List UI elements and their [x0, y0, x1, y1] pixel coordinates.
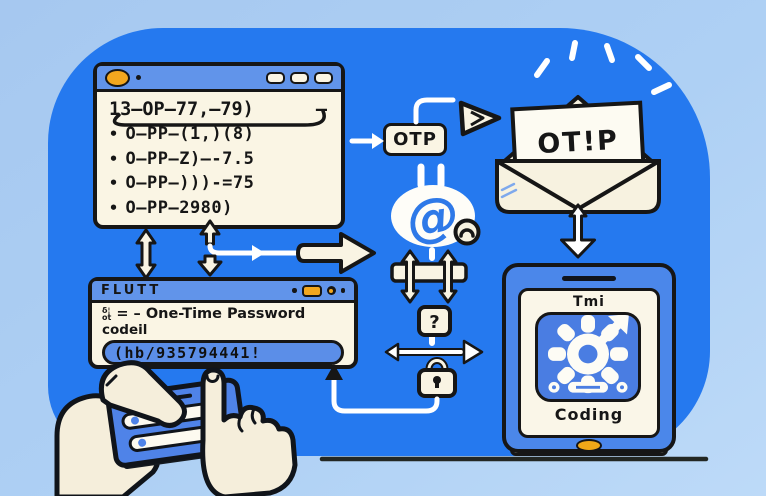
flutter-line2: codeil — [102, 322, 148, 338]
window-dot-icon — [292, 288, 297, 293]
tablet-speaker — [562, 276, 616, 281]
otp-label-box: OTP — [383, 123, 447, 156]
code-window-titlebar — [97, 66, 341, 92]
window-control-pill[interactable] — [314, 71, 333, 84]
tablet-screen: Tmi — [518, 288, 660, 438]
flutter-line1-text: = – One-Time Password — [116, 305, 306, 322]
code-line: • O—PP—2980) — [109, 196, 331, 221]
code-line: • O—PP—Z)—-7.5 — [109, 147, 331, 172]
window-dot-icon — [340, 288, 345, 293]
bullet-icon: • — [109, 198, 119, 217]
flutter-window-title: FLUTT — [101, 283, 162, 298]
window-control-pill[interactable] — [290, 71, 309, 84]
bullet-icon: • — [109, 125, 119, 144]
bullet-icon: • — [109, 174, 119, 193]
flutter-window: FLUTT δ¦ οt = – One-Time Password codeil… — [88, 277, 358, 369]
window-control-pill[interactable] — [266, 71, 285, 84]
code-line-text: O—PP—)))-=75 — [125, 173, 255, 194]
code-window: 13—OP—77,—79) — • O—PP—(1,)(8) • O—PP—Z)… — [93, 62, 345, 229]
window-control-minimize[interactable] — [301, 284, 322, 297]
code-line: • O—PP—)))-=75 — [109, 171, 331, 196]
code-heading-dash: — — [315, 98, 327, 120]
gear-arrow-icon — [548, 315, 629, 394]
bullet-icon: • — [109, 149, 119, 168]
flutter-window-body: δ¦ οt = – One-Time Password codeil (hb/9… — [92, 303, 354, 365]
code-line-text: O—PP—Z)—-7.5 — [125, 148, 255, 169]
otp-code-input[interactable]: (hb/935794441! — [102, 340, 344, 365]
tablet-device: Tmi — [502, 263, 676, 453]
code-line-text: O—PP—(1,)(8) — [125, 124, 255, 145]
coding-app-icon[interactable] — [535, 312, 641, 402]
flutter-line1: δ¦ οt = – One-Time Password — [102, 305, 344, 322]
tablet-top-label: Tmi — [573, 294, 605, 310]
code-line-text: O—PP—2980) — [125, 197, 233, 218]
code-heading-text: 13—OP—77,—79) — [109, 98, 254, 120]
window-dot-icon — [136, 75, 141, 80]
tablet-home-button[interactable] — [576, 439, 602, 452]
code-heading: 13—OP—77,—79) — — [109, 96, 331, 127]
code-line: • O—PP—(1,)(8) — [109, 122, 331, 147]
code-symbol-icon: δ¦ οt — [102, 305, 112, 322]
heading-underline — [112, 109, 326, 127]
window-control-close[interactable] — [326, 286, 336, 295]
flutter-window-titlebar: FLUTT — [92, 281, 354, 303]
window-dot-orange-icon — [105, 68, 130, 87]
code-content: 13—OP—77,—79) — • O—PP—(1,)(8) • O—PP—Z)… — [97, 92, 341, 220]
tablet-bottom-label: Coding — [554, 405, 624, 424]
